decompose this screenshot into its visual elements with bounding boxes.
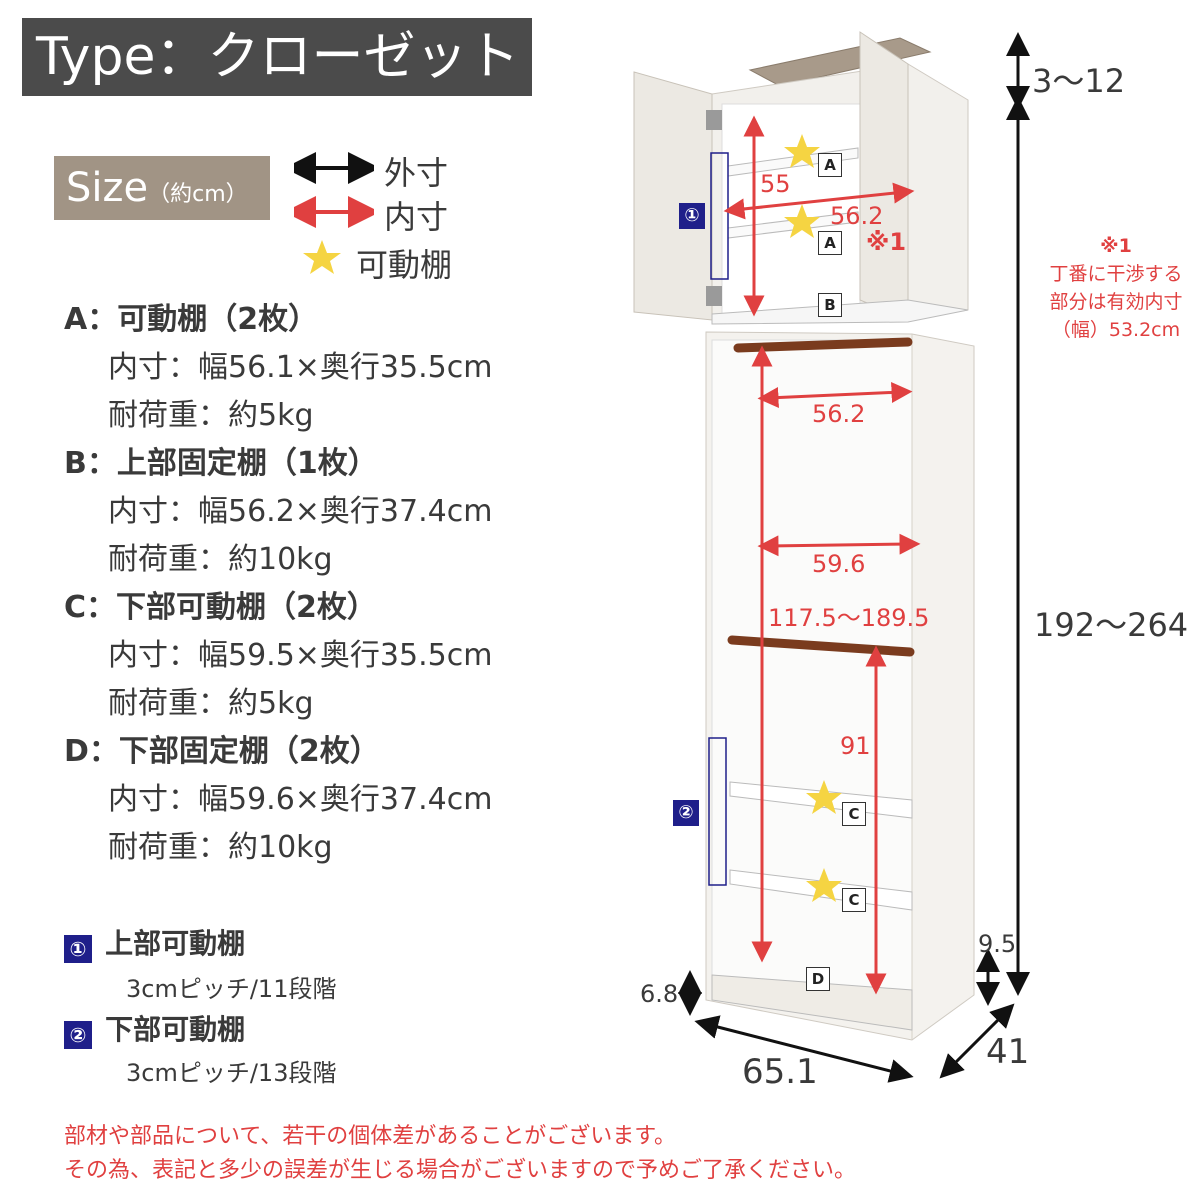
page-title: Type：クローゼット: [22, 18, 532, 96]
upper-right-door: [859, 31, 909, 321]
hinge-note-mark: ※1: [1100, 235, 1132, 257]
spec-head: C：下部可動棚（2枚）: [64, 590, 377, 625]
disclaimer-line-1: 部材や部品について、若干の個体差があることがございます。: [64, 1124, 677, 1149]
legend-outer: 外寸: [384, 154, 449, 192]
shelf-spec-c: C：下部可動棚（2枚） 内寸：幅59.5×奥行35.5cm 耐荷重：約5kg: [64, 584, 492, 728]
star-icon: [806, 868, 842, 902]
hinge-icon: [706, 286, 722, 306]
spec-dims: 内寸：幅56.1×奥行35.5cm: [108, 350, 493, 385]
shelf-tag-a: A: [818, 231, 842, 255]
label-total-height: 192〜264: [1034, 606, 1189, 644]
dim-upper-width: [723, 182, 915, 220]
hinge-note-line3: （幅）53.2cm: [1051, 319, 1181, 341]
upper-left-door: [633, 71, 713, 321]
label-bottom-right: 9.5: [978, 930, 1017, 958]
hinge-note-line2: 部分は有効内寸: [1049, 291, 1183, 313]
dim-rod-width: [757, 381, 913, 409]
label-lower-height: 117.5〜189.5: [768, 604, 930, 632]
zone-badge-1-label: ①: [684, 205, 700, 226]
zone-badge-1: [679, 203, 705, 229]
lower-adjust-zone: [708, 737, 727, 886]
label-lower-width: 59.6: [812, 550, 866, 578]
spec-head: D：下部固定棚（2枚）: [64, 734, 380, 769]
pitch-title: 上部可動棚: [105, 927, 246, 960]
pitch-lower: ② 下部可動棚 3cmピッチ/13段階: [64, 1008, 336, 1088]
spec-load: 耐荷重：約10kg: [108, 830, 333, 865]
hanger-rod-upper: [733, 337, 913, 353]
size-unit: （約cm）: [148, 182, 248, 207]
spec-dims: 内寸：幅59.6×奥行37.4cm: [108, 782, 493, 817]
zone-badge-2-label: ②: [678, 802, 694, 823]
hinge-note-line1: 丁番に干渉する: [1049, 263, 1183, 285]
spec-head: B：上部固定棚（1枚）: [64, 446, 378, 481]
dim-width: [694, 1015, 914, 1083]
spec-load: 耐荷重：約5kg: [108, 398, 314, 433]
pitch-desc: 3cmピッチ/13段階: [126, 1058, 337, 1087]
shelf-spec-a: A：可動棚（2枚） 内寸：幅56.1×奥行35.5cm 耐荷重：約5kg: [64, 296, 492, 440]
shelf-tag-a: A: [818, 153, 842, 177]
spec-dims: 内寸：幅56.2×奥行37.4cm: [108, 494, 493, 529]
pitch-desc: 3cmピッチ/11段階: [126, 974, 337, 1003]
label-depth: 41: [986, 1032, 1030, 1072]
hinge-note: ※1 丁番に干渉する 部分は有効内寸 （幅）53.2cm: [1036, 232, 1196, 344]
star-icon: [303, 240, 341, 274]
dim-depth: [939, 1003, 1015, 1079]
closet-illustration: [633, 31, 1030, 1083]
badge-2: ②: [64, 1020, 92, 1049]
shelf-tag-c: C: [842, 802, 866, 826]
star-icon: [784, 134, 820, 168]
pitch-upper: ① 上部可動棚 3cmピッチ/11段階: [64, 922, 336, 1004]
spec-load: 耐荷重：約5kg: [108, 686, 314, 721]
legend-icons: [294, 152, 374, 274]
label-top-gap: 3〜12: [1032, 62, 1126, 100]
badge-1: ①: [64, 934, 92, 963]
star-icon: [784, 204, 820, 238]
shelf-tag-d: D: [806, 967, 830, 991]
hinge-icon: [706, 110, 722, 130]
legend-movable: 可動棚: [356, 246, 453, 284]
label-rod-width: 56.2: [812, 400, 866, 428]
disclaimer-line-2: その為、表記と多少の誤差が生じる場合がございますので予めご了承ください。: [64, 1158, 857, 1183]
zone-badge-2: [673, 800, 699, 826]
pitch-title: 下部可動棚: [105, 1013, 246, 1046]
shelf-spec-b: B：上部固定棚（1枚） 内寸：幅56.2×奥行37.4cm 耐荷重：約10kg: [64, 440, 492, 584]
shelf-tag-c: C: [842, 888, 866, 912]
dim-lower-width: [757, 533, 921, 557]
spec-head: A：可動棚（2枚）: [64, 302, 319, 337]
spec-load: 耐荷重：約10kg: [108, 542, 333, 577]
size-label: Size（約cm）: [54, 156, 270, 220]
label-upper-width: 56.2: [830, 202, 884, 230]
legend-inner: 内寸: [384, 198, 449, 236]
shelf-tag-b: B: [818, 293, 842, 317]
label-note-mark: ※1: [866, 228, 907, 256]
label-width: 65.1: [742, 1052, 818, 1092]
spec-dims: 内寸：幅59.5×奥行35.5cm: [108, 638, 493, 673]
label-rod-to-bottom: 91: [840, 732, 871, 760]
star-icon: [806, 780, 842, 814]
lower-interior: [711, 339, 913, 1031]
label-base-height: 6.8: [640, 980, 679, 1008]
size-main: Size: [66, 165, 149, 211]
label-upper-height: 55: [760, 170, 791, 198]
shelf-spec-d: D：下部固定棚（2枚） 内寸：幅59.6×奥行37.4cm 耐荷重：約10kg: [64, 728, 492, 872]
